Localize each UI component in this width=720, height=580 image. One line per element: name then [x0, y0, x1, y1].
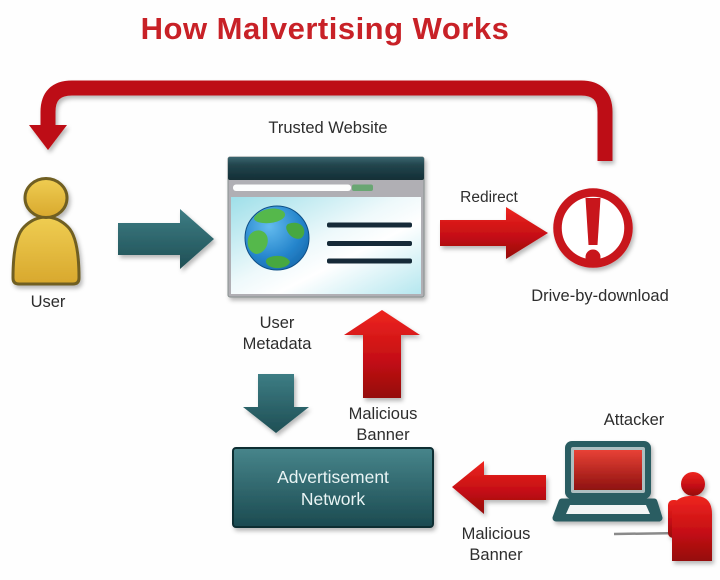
attacker-label: Attacker — [603, 411, 665, 429]
attacker-person-icon — [668, 472, 712, 561]
metadata-down-arrow — [243, 374, 309, 433]
curved-return-arrow — [29, 80, 613, 161]
malicious-banner-mid-line2: Banner — [356, 426, 410, 444]
user-label: User — [30, 293, 66, 311]
user-to-website-arrow — [118, 209, 214, 269]
browser-address-bar — [233, 184, 351, 191]
user-metadata-label: User Metadata — [207, 313, 347, 355]
user-icon — [11, 177, 81, 286]
redirect-label: Redirect — [460, 189, 518, 206]
malicious-banner-bottom-line1: Malicious — [461, 525, 531, 543]
ad-network-label: Advertisement Network — [233, 448, 433, 527]
trusted-website-label: Trusted Website — [268, 119, 388, 137]
browser-window-icon — [227, 156, 425, 298]
globe-icon — [244, 205, 310, 271]
ad-network-line1: Advertisement — [277, 466, 389, 487]
page-text-lines — [327, 222, 412, 264]
malicious-banner-up-arrow — [344, 310, 420, 398]
drive-by-download-label: Drive-by-download — [531, 287, 669, 305]
warning-exclamation-icon — [553, 188, 633, 268]
redirect-arrow — [440, 207, 548, 259]
malicious-banner-left-arrow — [452, 461, 546, 514]
diagram-title: How Malvertising Works — [140, 11, 510, 46]
browser-titlebar — [228, 157, 424, 180]
malicious-banner-bottom-line2: Banner — [469, 546, 523, 564]
user-metadata-line2: Metadata — [242, 335, 312, 353]
ad-network-box — [232, 447, 434, 528]
malicious-banner-mid-label: Malicious Banner — [313, 404, 453, 446]
ad-network-line2: Network — [300, 488, 366, 509]
malicious-banner-mid-line1: Malicious — [348, 405, 418, 423]
user-metadata-line1: User — [259, 314, 295, 332]
browser-go-button — [352, 184, 373, 191]
laptop-icon — [552, 441, 663, 522]
malicious-banner-bottom-label: Malicious Banner — [426, 524, 566, 566]
